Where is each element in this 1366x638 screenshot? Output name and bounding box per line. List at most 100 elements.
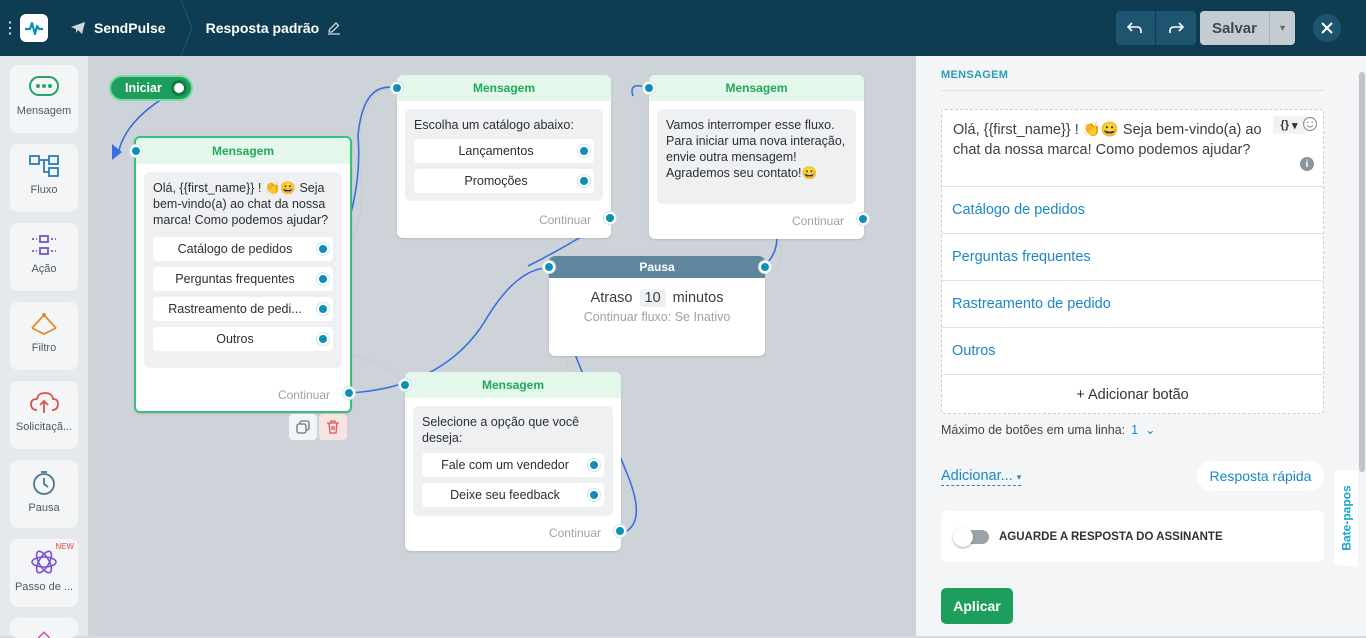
node-title: Pausa [549,256,765,278]
message-editor: Olá, {{first_name}} ! 👏😀 Seja bem-vindo(… [941,109,1324,414]
button-output-port[interactable] [317,273,329,285]
redo-icon [1169,22,1184,33]
pause-output-port[interactable] [759,261,771,273]
element-sidebar: Mensagem Fluxo Ação Filtro Solicitaçã...… [0,56,88,638]
message-node-interrupt[interactable]: Mensagem Vamos interromper esse fluxo. P… [643,75,869,239]
sidebar-item-request[interactable]: Solicitaçã... [10,381,78,449]
node-message-text: Selecione a opção que você deseja: [422,415,580,445]
button-output-port[interactable] [578,145,590,157]
new-badge: NEW [55,542,74,551]
panel-scrollbar[interactable] [1358,56,1366,576]
pause-subtitle: Continuar fluxo: Se Inativo [583,310,731,324]
node-button-others[interactable]: Outros [153,327,333,351]
flow-icon [29,155,59,177]
max-buttons-select[interactable]: 1 ⌄ [1131,423,1156,437]
add-more-dropdown[interactable]: Adicionar... ▾ [941,468,1022,486]
button-output-port[interactable] [588,489,600,501]
top-bar: ⋮ SendPulse Resposta padrão Salvar ▾ [0,0,1366,56]
save-button[interactable]: Salvar [1199,11,1269,45]
message-node-select[interactable]: Mensagem Selecione a opção que você dese… [399,372,626,551]
undo-button[interactable] [1115,11,1156,45]
flow-canvas[interactable]: Iniciar Mensagem Olá, {{first_name}} ! 👏… [88,56,916,636]
node-input-port[interactable] [399,379,411,391]
continue-output-port[interactable] [857,213,869,225]
chats-side-tab[interactable]: Bate-papos [1334,470,1360,566]
node-button-tracking[interactable]: Rastreamento de pedi... [153,297,333,321]
node-input-port[interactable] [643,82,655,94]
duplicate-button[interactable] [289,414,317,440]
sendpulse-logo-icon[interactable] [20,14,48,42]
caret-down-icon: ▾ [1016,472,1022,482]
variables-dropdown[interactable]: {} ▾ [1273,116,1305,134]
node-button-faq[interactable]: Perguntas frequentes [153,267,333,291]
sidebar-item-ai-step[interactable]: NEW Passo de ... [10,539,78,607]
node-title: Mensagem [397,75,611,101]
start-node[interactable]: Iniciar [109,75,193,101]
continue-output-port[interactable] [343,387,355,399]
panel-button-catalog[interactable]: Catálogo de pedidos [942,187,1323,234]
button-output-port[interactable] [588,459,600,471]
message-node-catalog[interactable]: Mensagem Escolha um catálogo abaixo: Lan… [391,75,616,238]
button-output-port[interactable] [317,333,329,345]
sidebar-item-flow[interactable]: Fluxo [10,144,78,212]
node-body: Escolha um catálogo abaixo: Lançamentos … [405,109,603,201]
message-node-main[interactable]: Mensagem Olá, {{first_name}} ! 👏😀 Seja b… [130,136,355,413]
node-button-seller[interactable]: Fale com um vendedor [422,453,604,477]
sidebar-item-label: Filtro [31,342,57,354]
sidebar-item-message[interactable]: Mensagem [10,65,78,133]
close-button[interactable] [1313,14,1341,42]
node-button-launches[interactable]: Lançamentos [414,139,594,163]
apply-button[interactable]: Aplicar [941,588,1013,624]
copy-icon [296,420,310,434]
panel-button-tracking[interactable]: Rastreamento de pedido [942,281,1323,328]
scrollbar-thumb[interactable] [1359,72,1365,472]
trash-icon [327,420,339,434]
sidebar-item-filter[interactable]: Filtro [10,302,78,370]
info-icon[interactable]: i [1300,157,1314,171]
sidebar-item-action[interactable]: Ação [10,223,78,291]
chevron-down-icon: ⌄ [1145,423,1156,437]
panel-title: MENSAGEM [941,69,1009,81]
emoji-icon[interactable] [1302,116,1318,132]
redo-button[interactable] [1155,11,1196,45]
more-vertical-icon[interactable]: ⋮ [2,20,18,37]
sidebar-item-label: Mensagem [16,105,72,117]
sidebar-item-pause[interactable]: Pausa [10,460,78,528]
flow-title-text: Resposta padrão [205,20,320,36]
edit-pencil-icon[interactable] [327,21,341,35]
properties-panel: MENSAGEM Olá, {{first_name}} ! 👏😀 Seja b… [916,56,1366,636]
delete-button[interactable] [319,414,347,440]
node-input-port[interactable] [391,82,403,94]
button-output-port[interactable] [578,175,590,187]
panel-button-others[interactable]: Outros [942,328,1323,375]
message-textarea[interactable]: Olá, {{first_name}} ! 👏😀 Seja bem-vindo(… [942,110,1323,187]
flow-title[interactable]: Resposta padrão [206,20,342,36]
start-label: Iniciar [125,81,162,95]
node-button-promotions[interactable]: Promoções [414,169,594,193]
panel-button-faq[interactable]: Perguntas frequentes [942,234,1323,281]
sidebar-item-label: Pausa [28,502,60,514]
brand-link[interactable]: SendPulse [70,0,180,56]
button-output-port[interactable] [317,243,329,255]
continue-output-port[interactable] [614,525,626,537]
node-title: Mensagem [136,138,350,164]
quick-reply-button[interactable]: Resposta rápida [1197,461,1324,491]
add-button-link[interactable]: + Adicionar botão [1076,387,1189,403]
node-input-port[interactable] [130,145,142,157]
button-output-port[interactable] [317,303,329,315]
node-button-catalog[interactable]: Catálogo de pedidos [153,237,333,261]
sidebar-item-label: Passo de ... [14,581,74,593]
wait-response-toggle[interactable] [953,526,989,547]
save-dropdown-button[interactable]: ▾ [1269,11,1295,45]
node-input-port[interactable] [543,261,555,273]
pause-node[interactable]: Pausa Atraso 10 minutos Continuar fluxo:… [543,256,771,356]
sidebar-item-label: Solicitaçã... [15,421,73,433]
continue-output-port[interactable] [604,212,616,224]
continue-label: Continuar [548,526,601,540]
clock-icon [33,471,55,495]
sidebar-item-more[interactable] [10,618,78,638]
telegram-icon [71,22,85,34]
node-button-feedback[interactable]: Deixe seu feedback [422,483,604,507]
start-port[interactable] [171,80,187,96]
wait-response-label: AGUARDE A RESPOSTA DO ASSINANTE [999,530,1223,543]
